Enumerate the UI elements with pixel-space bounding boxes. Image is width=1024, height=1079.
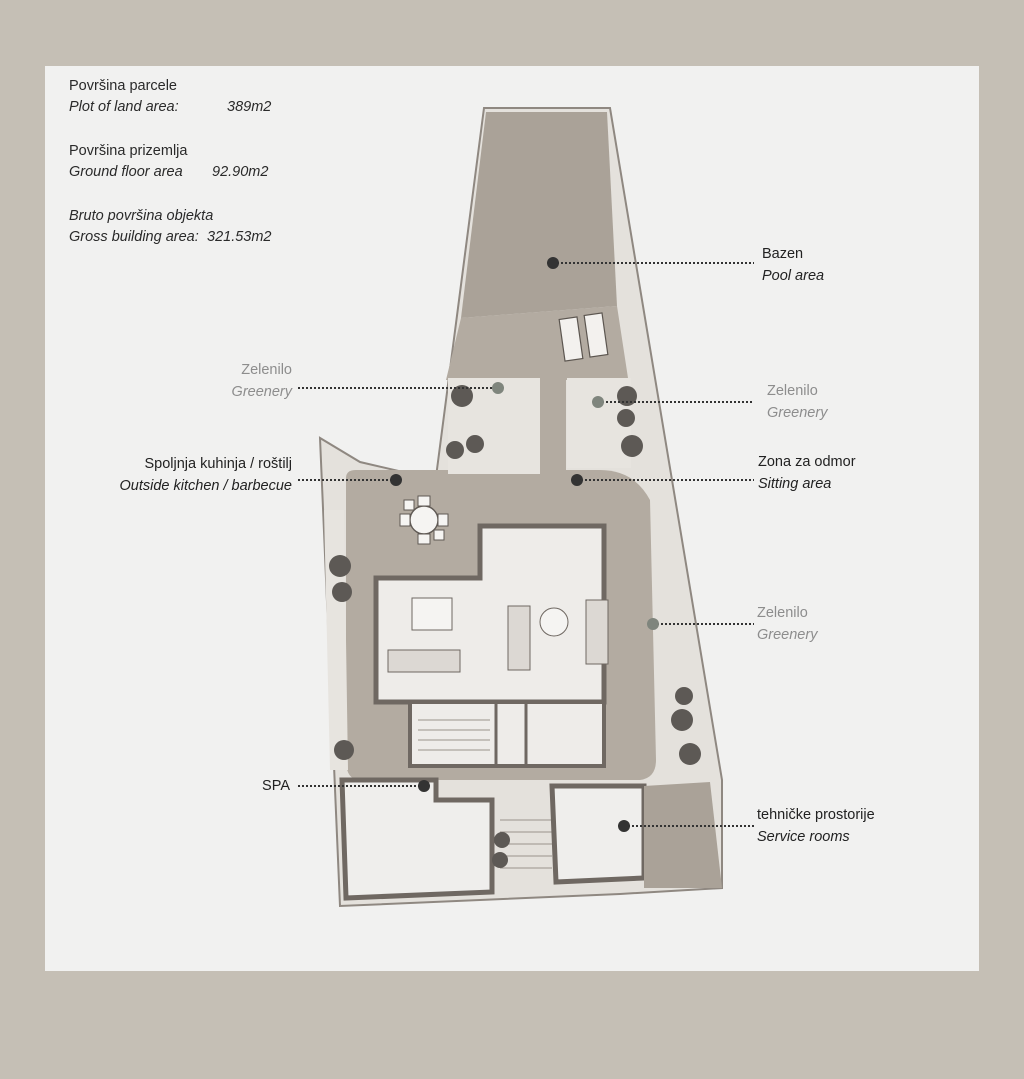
service-room <box>549 783 647 885</box>
pool-deck <box>446 306 628 470</box>
label-greenery-right-mid-local: Zelenilo <box>757 605 808 621</box>
label-kitchen-local: Spoljnja kuhinja / roštilj <box>144 456 293 472</box>
gross-row: Gross building area: 321.53m2 <box>69 227 272 248</box>
dot-spa <box>418 780 430 792</box>
spa-room <box>339 777 495 901</box>
sun-loungers <box>558 312 609 362</box>
pool-area <box>461 112 617 318</box>
gross-label: Gross building area: <box>69 229 199 245</box>
dot-service <box>618 820 630 832</box>
label-greenery-left: Zelenilo Greenery <box>232 359 292 403</box>
label-kitchen-english: Outside kitchen / barbecue <box>119 478 293 494</box>
gross-value: 321.53m2 <box>207 229 272 245</box>
outdoor-chairs <box>399 495 449 545</box>
label-sitting-local: Zona za odmor <box>758 454 856 470</box>
gross-title: Bruto površina objekta <box>69 208 214 224</box>
dining-table <box>411 597 453 631</box>
label-greenery-right-top-local: Zelenilo <box>767 383 818 399</box>
label-service: tehničke prostorije Service rooms <box>757 804 875 848</box>
label-pool-english: Pool area <box>762 268 825 284</box>
label-greenery-left-english: Greenery <box>231 384 292 400</box>
label-greenery-right-mid-english: Greenery <box>757 627 818 643</box>
plot-row: Plot of land area: 389m2 <box>69 97 272 118</box>
label-sitting-english: Sitting area <box>758 476 832 492</box>
service-yard <box>644 782 722 888</box>
dot-kitchen <box>390 474 402 486</box>
dot-sitting <box>571 474 583 486</box>
house-lower <box>408 700 606 768</box>
ground-value: 92.90m2 <box>212 164 269 180</box>
label-kitchen: Spoljnja kuhinja / roštilj Outside kitch… <box>120 453 293 497</box>
dot-greenery-right-mid <box>647 618 659 630</box>
sofa-right <box>585 599 609 665</box>
label-service-english: Service rooms <box>757 829 850 845</box>
dot-pool <box>547 257 559 269</box>
plot-value: 389m2 <box>227 99 272 115</box>
label-pool: Bazen Pool area <box>762 243 824 287</box>
label-greenery-right-top-english: Greenery <box>767 405 828 421</box>
plot-label: Plot of land area: <box>69 99 179 115</box>
sofa <box>507 605 531 671</box>
label-service-local: tehničke prostorije <box>757 807 875 823</box>
greenery-strip-left <box>324 510 348 770</box>
label-sitting: Zona za odmor Sitting area <box>758 451 856 495</box>
label-greenery-right-top: Zelenilo Greenery <box>767 380 827 424</box>
ground-title: Površina prizemlja <box>69 143 188 159</box>
plot-title: Površina parcele <box>69 78 177 94</box>
label-greenery-right-mid: Zelenilo Greenery <box>757 602 817 646</box>
label-pool-local: Bazen <box>762 246 804 262</box>
coffee-table <box>539 607 569 637</box>
label-spa: SPA <box>262 775 290 797</box>
ground-row: Ground floor area 92.90m2 <box>69 162 272 183</box>
label-greenery-left-local: Zelenilo <box>241 362 292 378</box>
label-spa-local: SPA <box>262 778 290 794</box>
dot-greenery-left <box>492 382 504 394</box>
dot-greenery-right-top <box>592 396 604 408</box>
ground-label: Ground floor area <box>69 164 183 180</box>
kitchen-island <box>387 649 461 673</box>
area-info: Površina parcele Plot of land area: 389m… <box>69 76 272 248</box>
